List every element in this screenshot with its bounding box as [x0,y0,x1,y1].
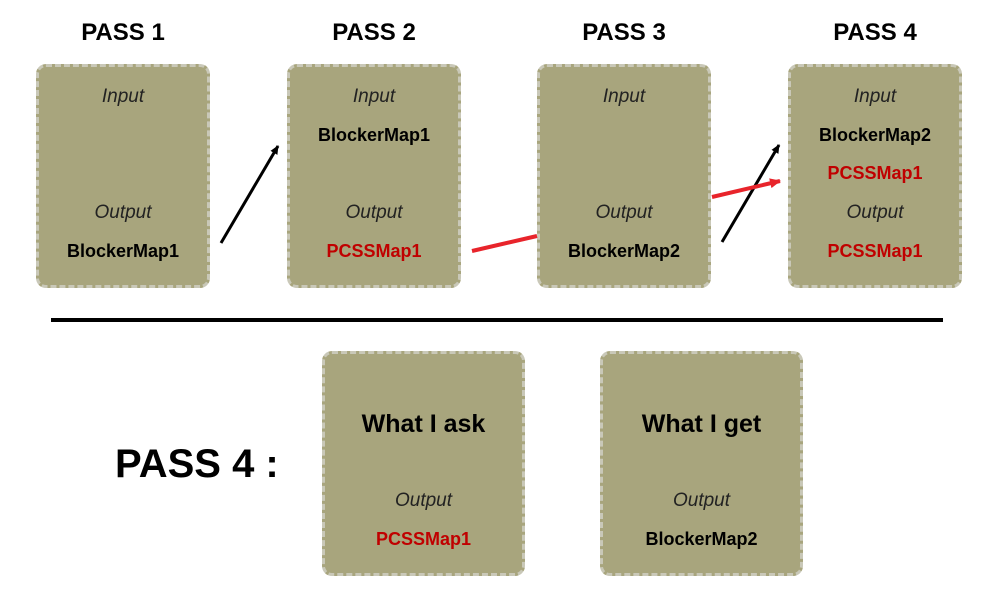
pass-2-box: Input BlockerMap1 Output PCSSMap1 [287,64,461,288]
what-i-get-output-label: Output [672,490,731,511]
what-i-get-output-value: BlockerMap2 [645,529,758,549]
pass-3-box: Input Output BlockerMap2 [537,64,711,288]
what-i-ask-output-label: Output [394,490,453,511]
pass-1-output-label: Output [94,202,152,223]
pass-2-input-0: BlockerMap1 [317,125,431,145]
pass-2-output-0: PCSSMap1 [326,241,422,261]
pass-4-title: PASS 4 [833,19,917,46]
pass-3-output-0: BlockerMap2 [567,241,681,261]
pass-2-input-label: Input [352,86,396,107]
what-i-ask-title: What I ask [361,410,486,438]
pass-4-input-0: BlockerMap2 [818,125,932,145]
arrow-pass2-to-pass4-red-b [711,178,781,199]
what-i-ask-output-value: PCSSMap1 [375,529,472,549]
what-i-ask-box: What I ask Output PCSSMap1 [322,351,525,576]
pass-1-title: PASS 1 [81,19,165,46]
what-i-get-box: What I get Output BlockerMap2 [600,351,803,576]
pass-3-output-label: Output [595,202,653,223]
section-divider [51,318,943,322]
what-i-get-title: What I get [641,410,762,438]
pass-4-input-label: Input [853,86,897,107]
pass-3-title: PASS 3 [582,19,666,46]
pass-2-title: PASS 2 [332,19,416,46]
pass-1-output-0: BlockerMap1 [66,241,180,261]
pass-1-box: Input Output BlockerMap1 [36,64,210,288]
pass-3-input-label: Input [602,86,646,107]
pass-4-box: Input BlockerMap2 PCSSMap1 Output PCSSMa… [788,64,962,288]
pass-4-heading: PASS 4 : [115,442,279,486]
arrow-pass3-to-pass4 [720,144,781,243]
arrow-pass2-to-pass4-red-a [471,234,538,253]
pass-4-output-label: Output [846,202,904,223]
pass-4-input-1: PCSSMap1 [827,163,923,183]
pass-1-input-label: Input [101,86,145,107]
pass-4-output-0: PCSSMap1 [827,241,923,261]
arrow-pass1-to-pass2 [219,145,280,244]
pass-2-output-label: Output [345,202,403,223]
